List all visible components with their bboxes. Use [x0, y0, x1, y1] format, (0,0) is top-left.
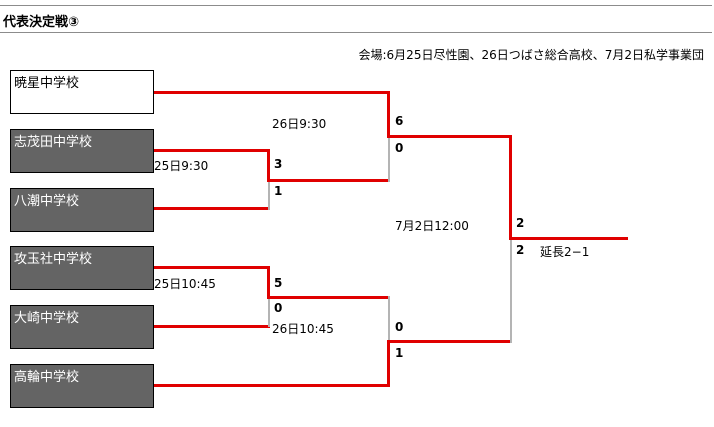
score-r1a-bottom: 1 — [274, 184, 283, 198]
bracket-line — [510, 240, 512, 343]
team-name: 志茂田中学校 — [14, 135, 93, 150]
bracket-line — [387, 91, 390, 137]
bracket-line — [388, 137, 390, 182]
bracket-line — [154, 91, 389, 94]
score-r1b-top: 5 — [274, 276, 283, 290]
team-box-4: 攻玉社中学校 — [10, 246, 154, 290]
score-final-top: 2 — [516, 216, 525, 230]
score-final-bottom: 2 — [516, 243, 525, 257]
bracket-line — [154, 384, 389, 387]
bracket-line — [154, 266, 270, 269]
score-sfb-bottom: 1 — [395, 346, 404, 360]
bracket-line — [267, 179, 389, 182]
score-sfa-bottom: 0 — [395, 141, 404, 155]
team-name: 高輪中学校 — [14, 370, 80, 385]
bracket-line — [268, 298, 270, 327]
match-time-final: 7月2日12:00 — [395, 219, 469, 233]
score-sfa-top: 6 — [395, 114, 404, 128]
match-time-r1b: 25日10:45 — [154, 277, 216, 291]
final-note: 延長2−1 — [540, 245, 590, 259]
score-r1a-top: 3 — [274, 157, 283, 171]
match-time-r1a: 25日9:30 — [154, 159, 209, 173]
bracket-line — [154, 149, 270, 152]
team-box-1: 暁星中学校 — [10, 70, 154, 114]
bracket-line — [268, 181, 270, 210]
bracket-line — [267, 296, 389, 299]
score-r1b-bottom: 0 — [274, 301, 283, 315]
team-name: 攻玉社中学校 — [14, 252, 93, 267]
bracket-line — [509, 237, 628, 240]
team-box-6: 高輪中学校 — [10, 364, 154, 408]
bracket-line — [267, 266, 270, 298]
team-box-5: 大崎中学校 — [10, 305, 154, 349]
bracket-line — [387, 135, 512, 138]
team-box-2: 志茂田中学校 — [10, 129, 154, 173]
team-box-3: 八潮中学校 — [10, 188, 154, 232]
bracket-line — [387, 340, 390, 387]
bracket-line — [387, 340, 512, 343]
team-name: 暁星中学校 — [14, 76, 80, 91]
venue-info: 会場:6月25日尽性園、26日つばさ総合高校、7月2日私学事業団 — [358, 48, 705, 62]
title-bar: 代表決定戦③ — [0, 5, 712, 33]
bracket-line — [154, 325, 270, 328]
match-time-sfb: 26日10:45 — [272, 322, 334, 336]
team-name: 八潮中学校 — [14, 194, 80, 209]
bracket-line — [388, 296, 390, 342]
page-title: 代表決定戦③ — [3, 15, 80, 30]
bracket-line — [509, 135, 512, 240]
score-sfb-top: 0 — [395, 320, 404, 334]
match-time-sfa: 26日9:30 — [272, 117, 327, 131]
bracket-line — [154, 207, 270, 210]
bracket-line — [267, 149, 270, 181]
team-name: 大崎中学校 — [14, 311, 80, 326]
